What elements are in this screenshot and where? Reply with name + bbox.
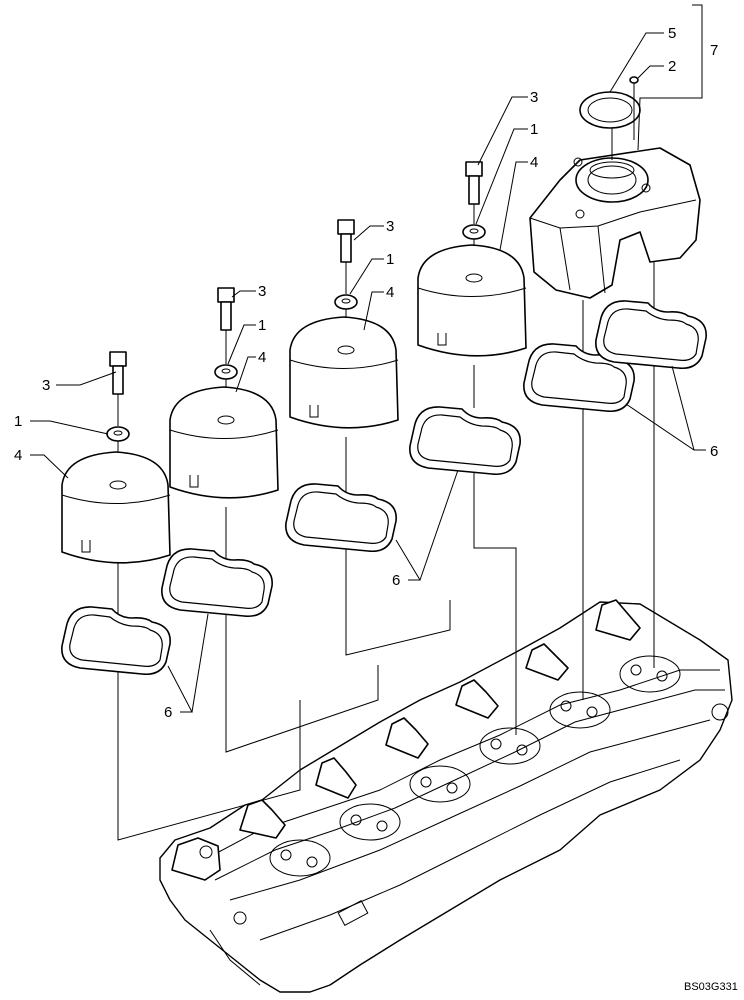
callout-3-third: 3 [386,218,394,235]
callout-6-left: 6 [164,704,172,721]
callout-4-fourth: 4 [530,154,538,171]
valve-cover-set [61,244,527,564]
valve-cover-4 [417,244,527,357]
callout-1-fourth: 1 [530,121,538,138]
callout-4-third: 4 [386,284,394,301]
callout-6-middle: 6 [392,572,400,589]
callout-4-left: 4 [14,447,22,464]
breather-cover [529,147,701,299]
callout-3-left: 3 [42,377,50,394]
valve-cover-2 [169,386,279,499]
callout-7: 7 [710,42,718,59]
callout-5: 5 [668,25,676,42]
callout-6-right: 6 [710,443,718,460]
gasket-set [61,300,707,676]
callout-2: 2 [668,58,676,75]
callout-4-second: 4 [258,349,266,366]
callout-3-second: 3 [258,283,266,300]
valve-cover-3 [289,316,399,429]
stack-centerlines [117,128,613,608]
callout-1-left: 1 [14,413,22,430]
small-screw [629,76,639,140]
seal-ring [579,91,641,129]
callout-1-third: 1 [386,251,394,268]
callout-leaders [30,4,706,713]
callout-1-second: 1 [258,317,266,334]
valve-cover-1 [61,451,171,564]
callout-labels: 3 1 4 3 1 4 3 1 4 3 1 4 5 2 7 6 6 6 [14,25,718,721]
callout-3-fourth: 3 [530,89,538,106]
cylinder-head [159,599,733,993]
reference-code: BS03G331 [684,981,738,993]
